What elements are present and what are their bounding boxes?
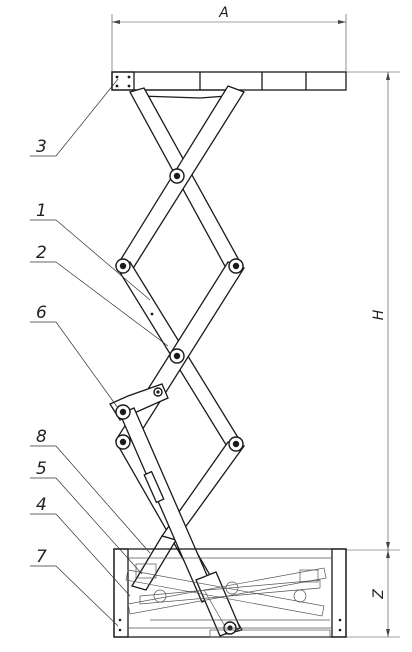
dimension-a: A: [111, 5, 347, 72]
callout-1: 1: [36, 201, 47, 221]
callout-2: 2: [36, 243, 47, 263]
callout-6: 6: [36, 303, 47, 323]
dimension-h-label: H: [371, 309, 387, 320]
callout-leaders: [30, 78, 169, 627]
callout-7: 7: [36, 547, 47, 567]
base-frame: [113, 548, 347, 638]
callout-5: 5: [36, 459, 47, 479]
dimension-z-label: Z: [371, 589, 387, 600]
pivots: [115, 168, 244, 635]
callout-8: 8: [36, 427, 47, 447]
dimension-a-label: A: [218, 5, 229, 21]
callout-3: 3: [36, 137, 47, 157]
callout-labels: 3 1 2 6 8 5 4 7: [36, 137, 47, 567]
dimension-h-z: H Z: [346, 71, 400, 638]
callout-4: 4: [36, 495, 47, 515]
